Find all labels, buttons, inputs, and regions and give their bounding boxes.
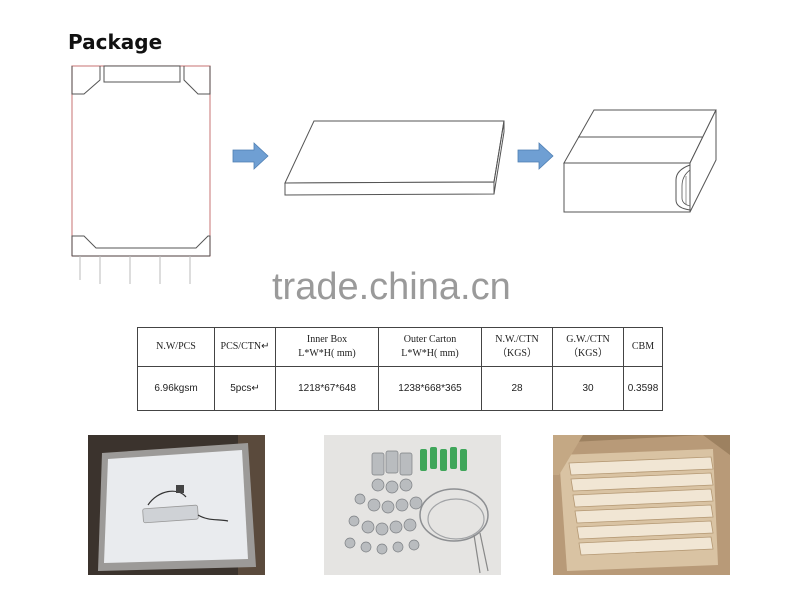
arrow-right-icon: [232, 142, 269, 170]
header-gw-ctn: G.W./CTN（KGS）: [552, 327, 624, 367]
cell-pcs-ctn: 5pcs↵: [214, 366, 276, 411]
cell-inner-box: 1218*67*648: [275, 366, 379, 411]
table-row: 6.96kgsm 5pcs↵ 1218*67*648 1238*668*365 …: [137, 366, 663, 411]
header-nw-pcs: N.W/PCS: [137, 327, 215, 367]
panel-corner-protector-icon: [71, 65, 211, 284]
accessories-photo: [324, 435, 501, 575]
cell-gw-ctn: 30: [552, 366, 624, 411]
watermark: trade.china.cn: [272, 266, 511, 308]
outer-carton-icon: [563, 109, 717, 213]
packed-cartons-photo: [553, 435, 730, 575]
header-cbm: CBM: [623, 327, 663, 367]
arrow-right-icon: [517, 142, 554, 170]
led-panel-photo: [88, 435, 265, 575]
cell-nw-ctn: 28: [481, 366, 553, 411]
package-diagram: [71, 65, 717, 284]
cell-cbm: 0.3598: [623, 366, 663, 411]
page-title: Package: [68, 30, 163, 54]
header-pcs-ctn: PCS/CTN↵: [214, 327, 276, 367]
cell-nw-pcs: 6.96kgsm: [137, 366, 215, 411]
cell-outer-carton: 1238*668*365: [378, 366, 482, 411]
header-nw-ctn: N.W./CTN（KGS）: [481, 327, 553, 367]
inner-box-icon: [284, 120, 505, 196]
